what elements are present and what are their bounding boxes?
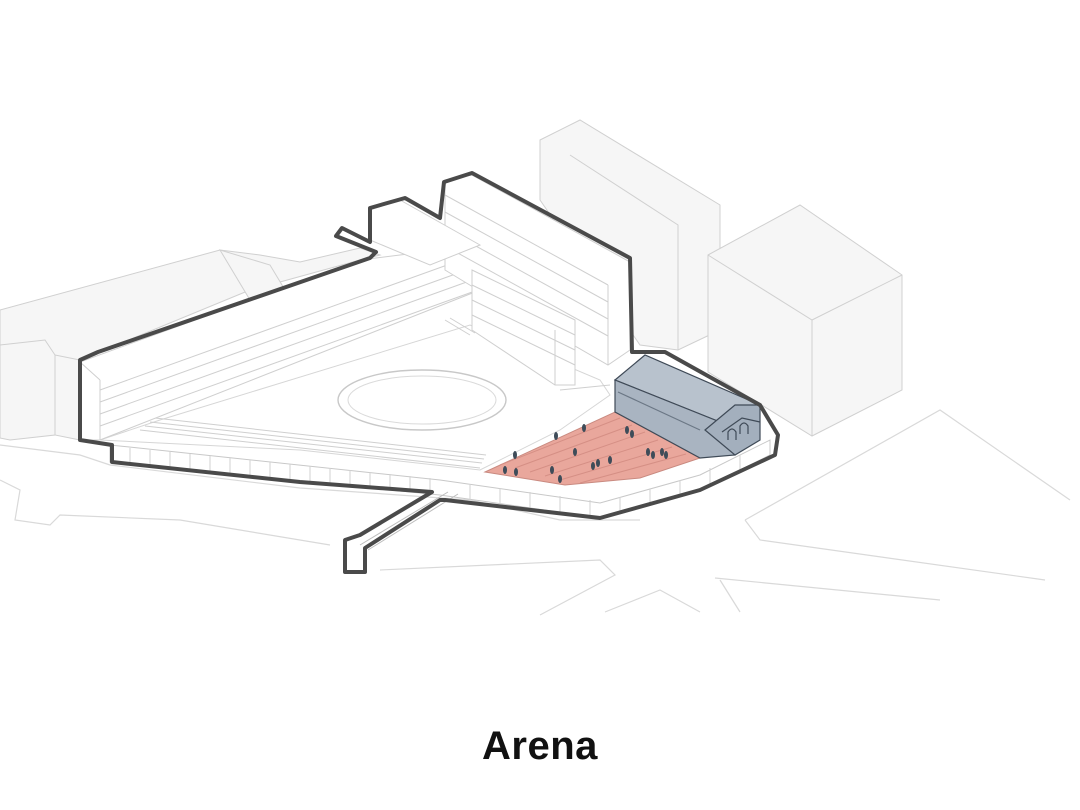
oval-plaza bbox=[337, 369, 507, 431]
courtyard bbox=[99, 324, 611, 471]
context-buildings-right bbox=[539, 119, 903, 437]
site-outline bbox=[78, 171, 780, 574]
historic-hall bbox=[613, 354, 762, 459]
axonometric-site-diagram bbox=[0, 119, 1071, 616]
courtyard-steps bbox=[139, 317, 611, 469]
arena-seating bbox=[483, 411, 702, 486]
street-context bbox=[0, 409, 1071, 616]
people-figures bbox=[503, 424, 668, 483]
walkway-bridge bbox=[359, 491, 459, 551]
diagram-caption: Arena bbox=[482, 724, 598, 768]
slab-buildings bbox=[369, 174, 631, 386]
context-buildings-left bbox=[0, 247, 382, 441]
